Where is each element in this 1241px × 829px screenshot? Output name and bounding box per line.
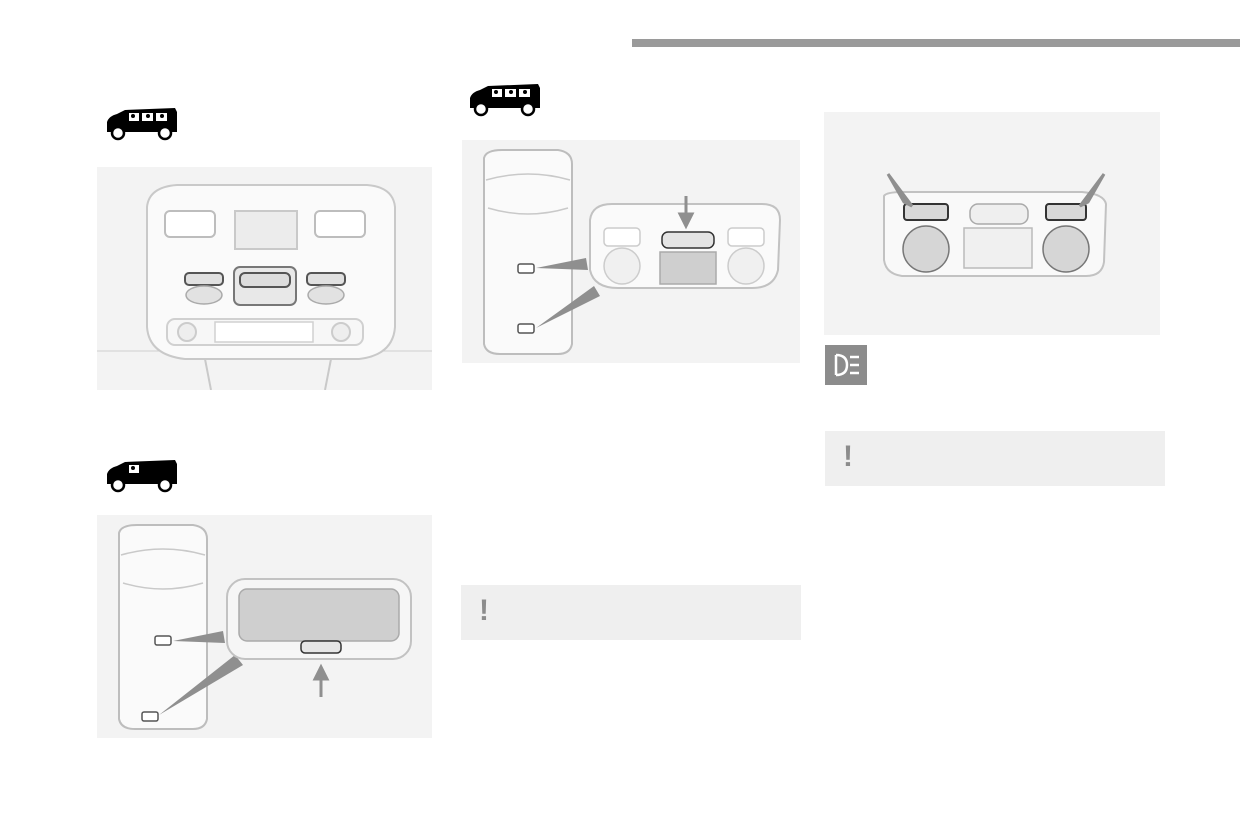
lighting-info-icon [825,345,867,385]
windowed-van-lamp-figure [462,140,800,363]
front-console-figure [97,167,432,390]
exclamation-icon: ! [843,440,853,473]
van-windows-vehicle-icon [103,106,179,142]
panel-van-lamp-figure [97,515,432,738]
panel-van-vehicle-icon [103,458,179,494]
exclamation-icon: ! [479,594,489,627]
reading-lamp-figure [824,112,1160,335]
warning-box-2: ! [825,431,1165,486]
warning-box: ! [461,585,801,640]
van-windows-vehicle-icon-2 [466,82,542,118]
section-header-bar [632,39,1240,47]
